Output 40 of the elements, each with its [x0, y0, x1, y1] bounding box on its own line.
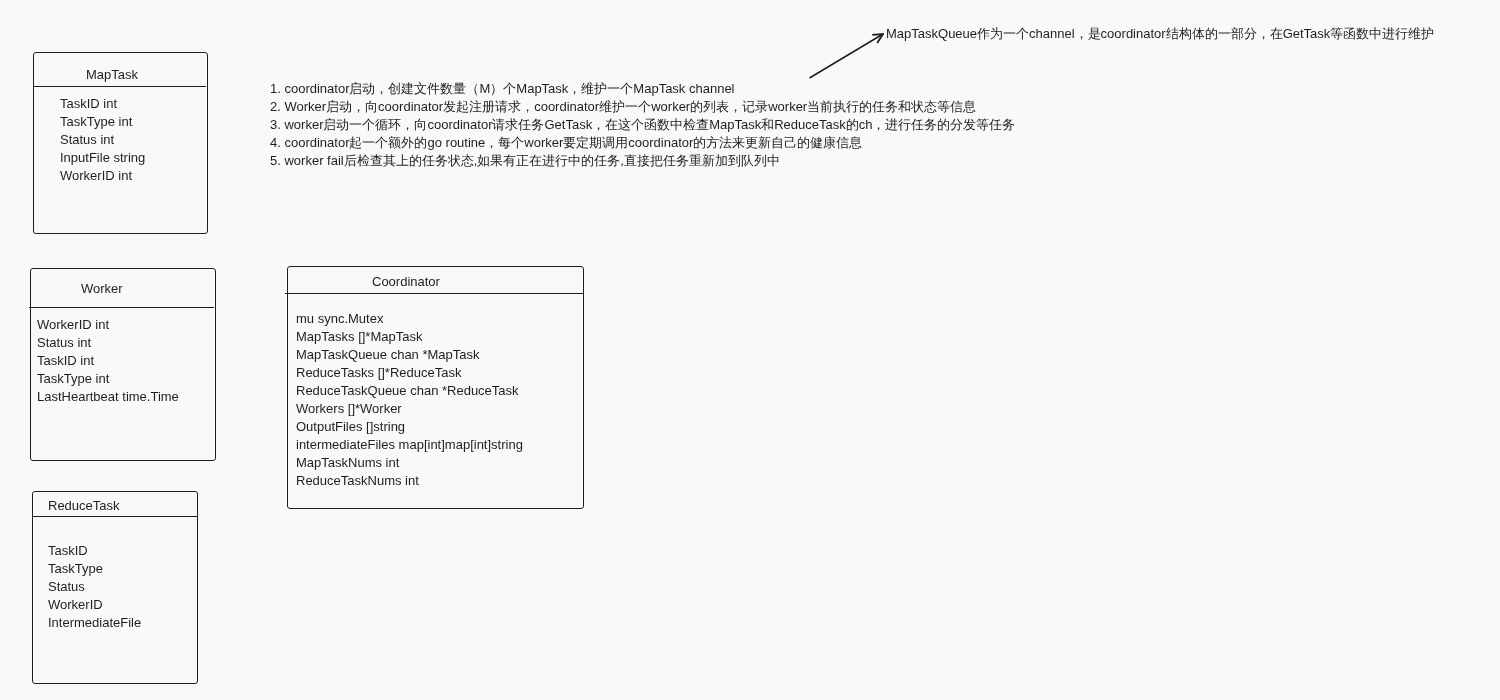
field-text: TaskID int — [37, 352, 95, 369]
field-text: TaskType — [48, 560, 103, 577]
class-name: MapTask — [86, 66, 139, 83]
list-item: 4. coordinator起一个额外的go routine，每个worker要定期调用coordinator的方法来更新自己的健康信息 — [270, 134, 863, 151]
list-item: 5. worker fail后检查其上的任务状态,如果有正在进行中的任务,直接把任务重新加到队列中 — [270, 152, 780, 169]
field-text: mu sync.Mutex — [296, 310, 384, 327]
field-text: TaskType int — [60, 113, 133, 130]
arrow — [808, 33, 884, 79]
class-name: ReduceTask — [48, 497, 120, 514]
class-box — [30, 268, 216, 461]
field-text: ReduceTaskQueue chan *ReduceTask — [296, 382, 519, 399]
list-item: 1. coordinator启动，创建文件数量（M）个MapTask，维护一个MapTask channel — [270, 80, 735, 97]
list-item: 2. Worker启动，向coordinator发起注册请求，coordinator维护一个worker的列表，记录worker当前执行的任务和状态等信息 — [270, 98, 977, 115]
field-text: Status int — [37, 334, 92, 351]
field-text: MapTaskNums int — [296, 454, 400, 471]
field-text: IntermediateFile — [48, 614, 142, 631]
field-text: LastHeartbeat time.Time — [37, 388, 179, 405]
field-text: WorkerID int — [37, 316, 109, 333]
field-text: ReduceTaskNums int — [296, 472, 419, 489]
field-text: OutputFiles []string — [296, 418, 406, 435]
field-text: TaskType int — [37, 370, 110, 387]
field-text: MapTaskQueue chan *MapTask — [296, 346, 480, 363]
class-name: Worker — [81, 280, 123, 297]
field-text: TaskID int — [60, 95, 118, 112]
list-item: 3. worker启动一个循环，向coordinator请求任务GetTask，在这个函数中检查MapTask和ReduceTask的ch，进行任务的分发等任务 — [270, 116, 1016, 133]
field-text: intermediateFiles map[int]map[int]string — [296, 436, 523, 453]
field-text: WorkerID int — [60, 167, 132, 184]
field-text: MapTasks []*MapTask — [296, 328, 423, 345]
field-text: WorkerID — [48, 596, 103, 613]
field-text: TaskID — [48, 542, 88, 559]
class-box — [32, 491, 198, 684]
note-text: MapTaskQueue作为一个channel，是coordinator结构体的一部分，在GetTask等函数中进行维护 — [886, 25, 1435, 42]
field-text: Status — [48, 578, 85, 595]
class-box — [33, 52, 208, 234]
field-text: Status int — [60, 131, 115, 148]
field-text: InputFile string — [60, 149, 146, 166]
field-text: ReduceTasks []*ReduceTask — [296, 364, 462, 381]
class-box — [287, 266, 584, 509]
class-name: Coordinator — [372, 273, 440, 290]
field-text: Workers []*Worker — [296, 400, 402, 417]
